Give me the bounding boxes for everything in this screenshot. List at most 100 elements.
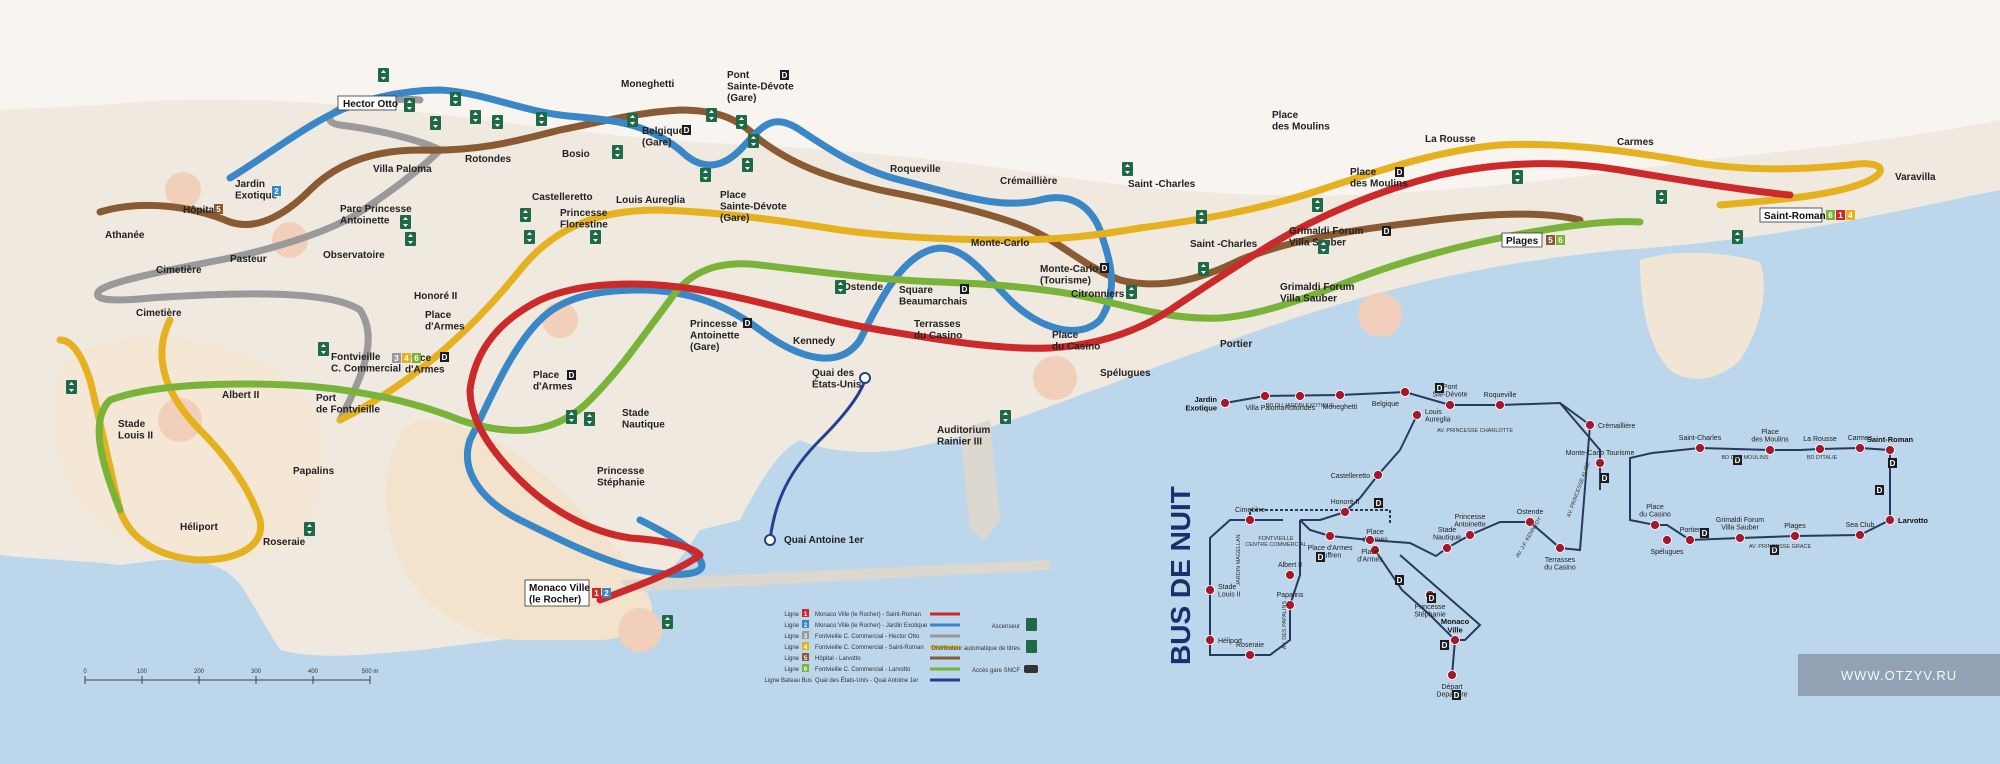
elevator-icon (1198, 262, 1209, 276)
night-stop-spelugues: Spélugues (1650, 535, 1684, 556)
scale-tick-label: 500 m (362, 669, 379, 675)
svg-text:5: 5 (804, 656, 808, 662)
stop-pasteur: Pasteur (230, 254, 267, 265)
svg-text:Saint-Charles: Saint-Charles (1679, 435, 1722, 442)
stop-bosio: Bosio (562, 149, 590, 160)
night-stop-rotondes: Rotondes (1285, 391, 1315, 412)
scale-tick-label: 0 (83, 669, 87, 675)
elevator-icon (736, 115, 747, 129)
svg-text:Fontvieille C. Commercial - La: Fontvieille C. Commercial - Larvotto (815, 667, 911, 673)
line-badge-label: 1 (594, 589, 599, 598)
svg-text:Saint-Roman: Saint-Roman (1867, 435, 1914, 444)
elevator-icon (400, 215, 411, 229)
park-circle-1 (158, 398, 202, 442)
svg-text:Albert II: Albert II (1278, 562, 1302, 569)
svg-text:Carmes: Carmes (1848, 435, 1873, 442)
line-badge-monaco_ville-1 (592, 588, 601, 598)
night-stop-cremailliere: Crémaillière (1585, 420, 1635, 430)
svg-text:Ligne: Ligne (784, 623, 799, 629)
stop-heliport: Héliport (180, 522, 218, 533)
line-badge-pont_sainte_devote-D (780, 70, 789, 80)
night-departure-badge (1374, 498, 1383, 508)
line-badge-label: 4 (404, 354, 409, 363)
night-departure-badge-label: D (1890, 459, 1896, 468)
night-stop-carmes: Carmes (1848, 435, 1873, 453)
svg-text:Spélugues: Spélugues (1650, 549, 1684, 556)
night-stop-saint_charles: Saint-Charles (1679, 435, 1722, 453)
elevator-icon (612, 145, 623, 159)
svg-text:Monaco Ville (le Rocher) - Jar: Monaco Ville (le Rocher) - Jardin Exotiq… (815, 623, 928, 629)
line-badge-place_darmes_s-D (440, 352, 449, 362)
stop-kennedy: Kennedy (793, 336, 836, 347)
night-departure-badge (1435, 383, 1444, 393)
night-departure-badge (1733, 455, 1742, 465)
boat-line-route (768, 378, 867, 542)
line-badge-belgique-D (682, 125, 691, 135)
bus-lines (56, 86, 1884, 604)
night-stop-portier: Portier (1680, 527, 1701, 545)
svg-text:Roqueville: Roqueville (1484, 392, 1517, 399)
svg-text:Monte-Carlo Tourisme: Monte-Carlo Tourisme (1566, 450, 1635, 457)
night-departure-badge-label: D (1429, 594, 1435, 603)
line-badge-place_darmes_c-D (567, 370, 576, 380)
night-departure-badge-label: D (1702, 529, 1708, 538)
svg-text:Larvotto: Larvotto (1898, 516, 1928, 525)
stop-saint-charles-n: Saint -Charles (1128, 179, 1196, 190)
line-badge-label: D (745, 319, 751, 328)
night-departure-badge (1888, 458, 1897, 468)
elevator-icon (470, 110, 481, 124)
line-badge-label: 5 (216, 205, 221, 214)
night-stop-roqueville: Roqueville (1484, 392, 1517, 410)
night-stop-cimetiere: Cimetière (1235, 507, 1265, 525)
elevator-icon (536, 112, 547, 126)
stop-papalins: Papalins (293, 466, 335, 477)
line-badge-label: 1 (1838, 211, 1843, 220)
svg-text:Rotondes: Rotondes (1285, 405, 1315, 412)
svg-text:Ligne: Ligne (784, 634, 799, 640)
svg-text:Ascenseur: Ascenseur (992, 624, 1020, 630)
line-badge-label: D (1384, 227, 1390, 236)
stop-moneghetti: Moneghetti (621, 79, 675, 90)
elevator-icon (520, 208, 531, 222)
elevator-icon (1122, 162, 1133, 176)
stop-box-hector-otto (337, 95, 397, 111)
stop-quai-antoine: Quai Antoine 1er (784, 535, 864, 546)
scale-tick-label: 300 (251, 669, 262, 675)
legend-ticket-machine-icon: Distributeur automatique de titres (932, 640, 1037, 653)
line-1-route (466, 160, 1794, 604)
line-badge-label: 6 (414, 354, 419, 363)
night-street-jardin_magellan: JARDIN MAGELLAN (1236, 534, 1242, 585)
night-departure-badge (1395, 575, 1404, 585)
stop-saint-charles-s: Saint -Charles (1190, 239, 1258, 250)
night-stop-belgique: Belgique (1372, 387, 1410, 408)
elevator-icon (66, 380, 77, 394)
stop-hector-otto: Hector Otto (343, 99, 398, 110)
line-badge-place_des_moulins_s-D (1395, 167, 1404, 177)
night-departure-badge (1452, 690, 1461, 700)
night-stop-honore_ii: Honoré II (1331, 499, 1359, 517)
elevator-icon (318, 342, 329, 356)
svg-text:Ligne: Ligne (784, 612, 799, 618)
elevator-icon (706, 108, 717, 122)
stop-rotondes: Rotondes (465, 154, 512, 165)
stop-cimetiere-n: Cimetière (156, 265, 202, 276)
